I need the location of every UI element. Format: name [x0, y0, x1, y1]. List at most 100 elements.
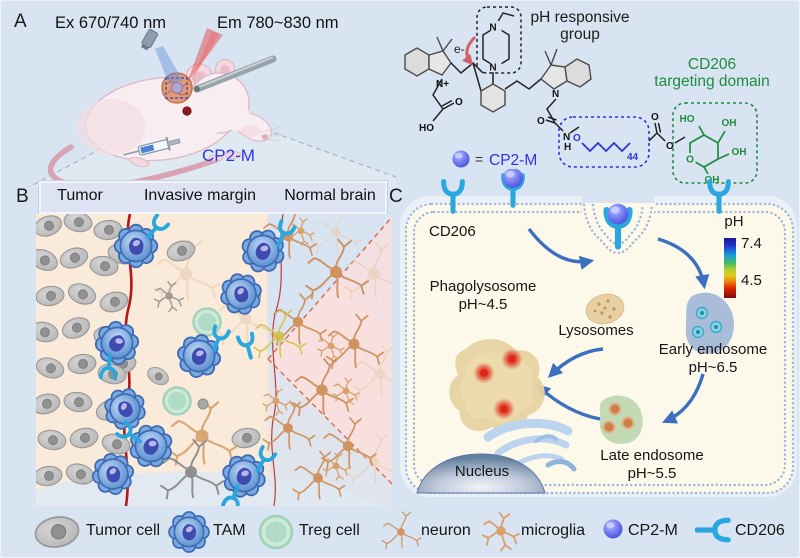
peg-repeat-label: 44 [627, 152, 639, 163]
excitation-label: Ex 670/740 nm [55, 14, 166, 32]
peg-o-atom: O [573, 133, 581, 144]
piperazine-box [476, 6, 522, 74]
region-invasive-margin: Invasive margin [143, 187, 257, 204]
acid-arm [432, 78, 455, 122]
margin-boundary-line [271, 214, 284, 506]
emission-label: Em 780~830 nm [217, 14, 339, 32]
legend-bar: Tumor cell TAM Treg cell neuron microgli… [1, 506, 799, 557]
blood-spot [182, 106, 192, 116]
endocytic-pocket-outer [582, 203, 654, 255]
equals-sign: = [475, 151, 483, 167]
cp2m-name-label: CP2-M [489, 152, 537, 169]
lysosome-blob [585, 293, 625, 325]
ph-responsive-note: pH responsive group [519, 9, 641, 44]
phagolysosome-label: Phagolysosome pH~4.5 [418, 278, 548, 314]
peg-chain [581, 141, 631, 153]
treg-cell [162, 386, 192, 416]
invasive-margin-illustration [36, 214, 392, 506]
n-bg [490, 21, 502, 32]
cp2m-icon [603, 519, 623, 539]
o-atom: O [651, 112, 659, 123]
h-atom: H [564, 142, 571, 153]
ph-scale-title: pH [724, 213, 744, 230]
n-atom: N [563, 132, 570, 143]
cp2m-sphere-icon [452, 150, 470, 168]
legend-cd206: CD206 [735, 522, 785, 539]
microglia-icon [481, 511, 521, 552]
polymethine-left [450, 61, 484, 92]
panel-b-label: B [16, 186, 29, 207]
electron-transfer-arrow [462, 35, 477, 66]
phagolysosome-ph: pH~4.5 [458, 296, 508, 313]
panel-a-label: A [14, 11, 27, 32]
late-endosome-name: Late endosome [600, 447, 704, 464]
n-atom: N [552, 89, 559, 100]
treg-cell [192, 307, 222, 337]
trafficking-arrows [527, 227, 710, 424]
probe-injection-label: CP2-M [202, 146, 255, 165]
tam-icon [168, 511, 210, 553]
cd206-note-line2: targeting domain [654, 73, 770, 91]
sugar-o-atom: O [686, 155, 694, 166]
cd206-domain-note: CD206 targeting domain [643, 56, 781, 91]
cd206-label: CD206 [429, 223, 476, 240]
cd206-note-line1: CD206 [687, 56, 737, 73]
nucleus-dome [416, 453, 546, 494]
early-endosome-label: Early endosome pH~6.5 [638, 341, 788, 377]
craniotomy-brain-window [161, 72, 193, 116]
late-endosome-ph: pH~5.5 [627, 465, 677, 482]
cell-diagram [400, 169, 797, 497]
late-endosome-label: Late endosome pH~5.5 [587, 447, 717, 483]
region-normal-brain: Normal brain [284, 187, 376, 204]
nucleus-label: Nucleus [454, 463, 510, 480]
polymethine-right [504, 78, 542, 90]
oh-atom: OH [722, 118, 737, 129]
electron-label: e- [454, 42, 465, 56]
mannose-ring [689, 125, 730, 175]
ph-scale-max: 7.4 [741, 235, 762, 252]
whiskers [260, 126, 283, 142]
ph-colorbar [724, 238, 736, 298]
ph-scale-min: 4.5 [741, 272, 762, 289]
late-endosome-blob [599, 395, 643, 444]
early-endosome-blob [685, 292, 734, 354]
emission-beam-core [190, 31, 219, 84]
legend-tam: TAM [213, 522, 246, 539]
legend-neuron: neuron [421, 522, 471, 539]
o-atom: O [537, 116, 545, 127]
ph-note-line1: pH responsive [530, 9, 630, 26]
o-atom: O [666, 141, 674, 152]
ph-note-line2: group [560, 26, 600, 44]
detector-probe [193, 55, 277, 93]
scattered-tumor-cells [144, 237, 264, 451]
n-plus-atom: N+ [436, 79, 449, 90]
panel-c-label: C [389, 186, 403, 207]
amide-arm [545, 98, 580, 134]
oh-atom: OH [732, 147, 747, 158]
laser-source-icon [140, 28, 159, 51]
oh-atom: OH [705, 175, 720, 185]
early-endosome-name: Early endosome [658, 341, 768, 358]
left-indolenine [404, 36, 453, 77]
mannose-box [672, 102, 758, 184]
legend-treg-cell: Treg cell [299, 522, 360, 539]
o-atom: O [455, 97, 463, 108]
cd206-icon [695, 516, 731, 544]
zoom-wedge [268, 217, 392, 484]
tumor-spot [171, 82, 183, 94]
legend-microglia: microglia [521, 522, 586, 539]
tumor-roi-box [165, 77, 188, 99]
region-header-bar [39, 181, 387, 214]
n-atom: N [489, 63, 496, 74]
lysosomes-label: Lysosomes [558, 322, 634, 339]
central-ring [480, 83, 506, 113]
o-bg [684, 153, 696, 164]
tumor-cell-icon [32, 515, 82, 549]
ho-atom: HO [419, 123, 434, 134]
ester-link [648, 122, 686, 144]
early-endosome-ph: pH~6.5 [688, 359, 738, 376]
treg-cell-icon [258, 514, 294, 550]
legend-cp2m: CP2-M [628, 522, 678, 539]
neuron-icon [381, 511, 422, 550]
